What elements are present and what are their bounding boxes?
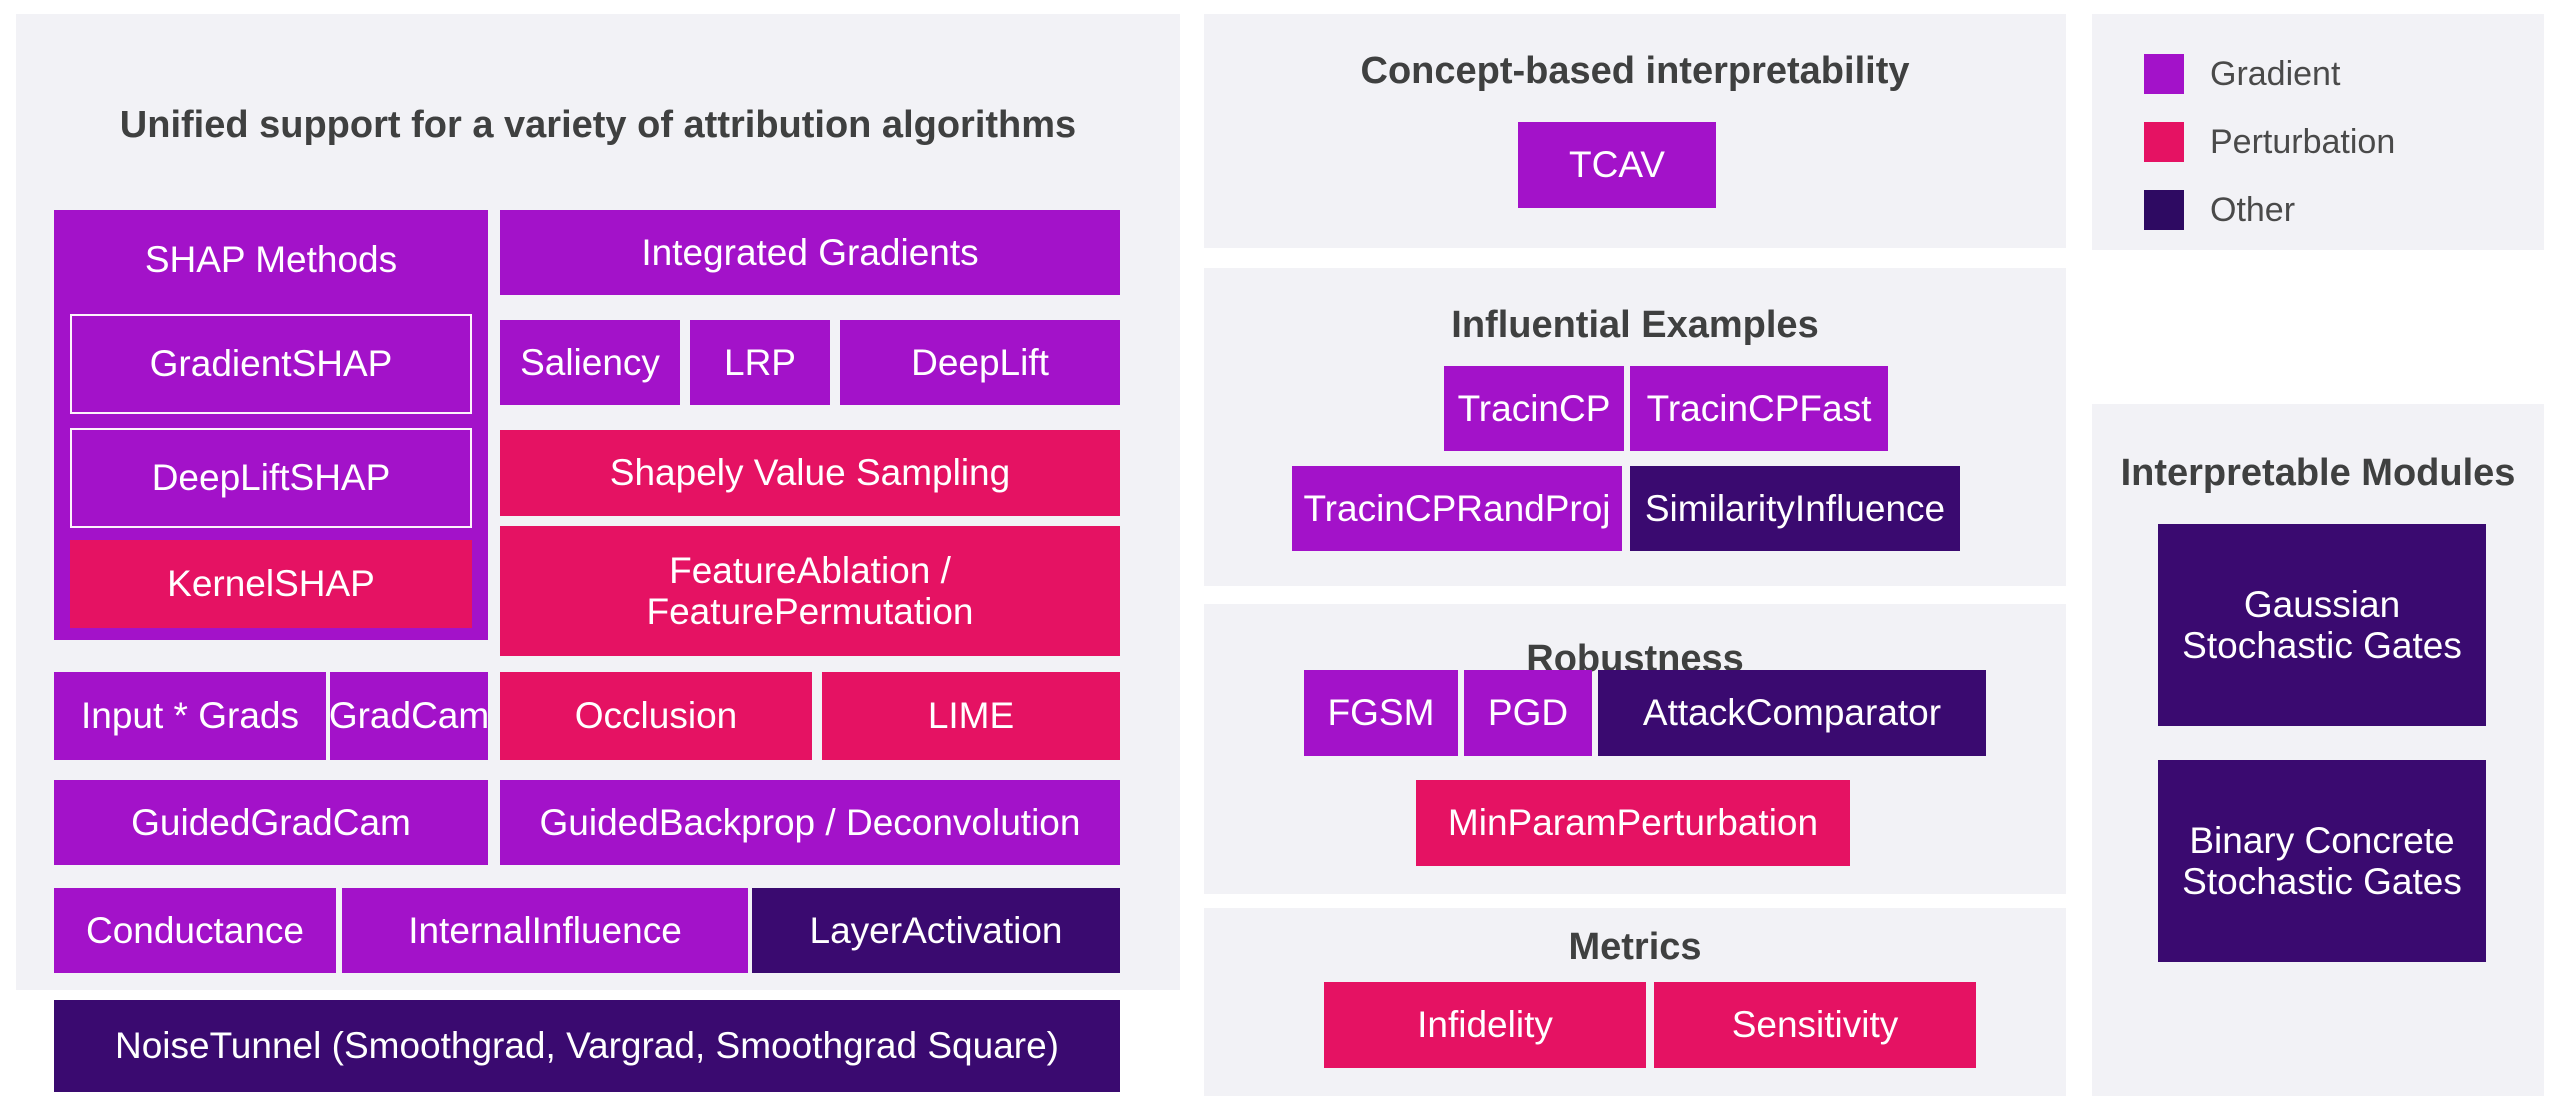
occlusion-box[interactable]: Occlusion (500, 672, 812, 760)
tracincprandproj-box[interactable]: TracinCPRandProj (1292, 466, 1622, 551)
tcav-box[interactable]: TCAV (1518, 122, 1716, 208)
conductance-box[interactable]: Conductance (54, 888, 336, 973)
pgd-box[interactable]: PGD (1464, 670, 1592, 756)
minparamperturbation-box[interactable]: MinParamPerturbation (1416, 780, 1850, 866)
input-times-grads-box[interactable]: Input * Grads (54, 672, 326, 760)
kernelshap-box[interactable]: KernelSHAP (70, 540, 472, 628)
concept-panel: Concept-based interpretability (1204, 14, 2066, 248)
shap-methods-header: SHAP Methods (144, 239, 398, 281)
similarityinfluence-box[interactable]: SimilarityInfluence (1630, 466, 1960, 551)
saliency-box[interactable]: Saliency (500, 320, 680, 405)
shap-methods-group[interactable]: SHAP Methods GradientSHAP DeepLiftSHAP K… (54, 210, 488, 640)
deeplift-box[interactable]: DeepLift (840, 320, 1120, 405)
noisetunnel-box[interactable]: NoiseTunnel (Smoothgrad, Vargrad, Smooth… (54, 1000, 1120, 1092)
internalinfluence-box[interactable]: InternalInfluence (342, 888, 748, 973)
layeractivation-box[interactable]: LayerActivation (752, 888, 1120, 973)
legend-list: Gradient Perturbation Other (2144, 54, 2395, 230)
influential-panel-title: Influential Examples (1451, 304, 1819, 346)
gradientshap-box[interactable]: GradientSHAP (70, 314, 472, 414)
sensitivity-box[interactable]: Sensitivity (1654, 982, 1976, 1068)
lime-box[interactable]: LIME (822, 672, 1120, 760)
tracincpfast-box[interactable]: TracinCPFast (1630, 366, 1888, 451)
infidelity-box[interactable]: Infidelity (1324, 982, 1646, 1068)
attackcomparator-box[interactable]: AttackComparator (1598, 670, 1986, 756)
legend-label-other: Other (2210, 190, 2296, 229)
modules-panel-title: Interpretable Modules (2120, 452, 2516, 494)
legend-label-gradient: Gradient (2210, 54, 2341, 93)
concept-panel-title: Concept-based interpretability (1360, 50, 1910, 92)
gaussian-stochastic-gates-box[interactable]: Gaussian Stochastic Gates (2158, 524, 2486, 726)
legend-item-other[interactable]: Other (2144, 190, 2395, 230)
legend-swatch-other (2144, 190, 2184, 230)
tracincp-box[interactable]: TracinCP (1444, 366, 1624, 451)
legend-swatch-gradient (2144, 54, 2184, 94)
legend-item-gradient[interactable]: Gradient (2144, 54, 2395, 94)
metrics-panel-title: Metrics (1568, 926, 1702, 968)
guidedbackprop-deconvolution-box[interactable]: GuidedBackprop / Deconvolution (500, 780, 1120, 865)
legend-swatch-perturbation (2144, 122, 2184, 162)
lrp-box[interactable]: LRP (690, 320, 830, 405)
modules-panel: Interpretable Modules (2092, 404, 2544, 1096)
guidedgradcam-box[interactable]: GuidedGradCam (54, 780, 488, 865)
feature-ablation-permutation-box[interactable]: FeatureAblation / FeaturePermutation (500, 526, 1120, 656)
shapely-value-sampling-box[interactable]: Shapely Value Sampling (500, 430, 1120, 516)
legend-label-perturbation: Perturbation (2210, 122, 2396, 161)
integrated-gradients-box[interactable]: Integrated Gradients (500, 210, 1120, 295)
legend-panel: Gradient Perturbation Other (2092, 14, 2544, 250)
binary-concrete-stochastic-gates-box[interactable]: Binary Concrete Stochastic Gates (2158, 760, 2486, 962)
gradcam-box[interactable]: GradCam (329, 672, 489, 760)
fgsm-box[interactable]: FGSM (1304, 670, 1458, 756)
attribution-panel-title: Unified support for a variety of attribu… (119, 104, 1077, 146)
deepliftshap-box[interactable]: DeepLiftSHAP (70, 428, 472, 528)
legend-item-perturbation[interactable]: Perturbation (2144, 122, 2395, 162)
